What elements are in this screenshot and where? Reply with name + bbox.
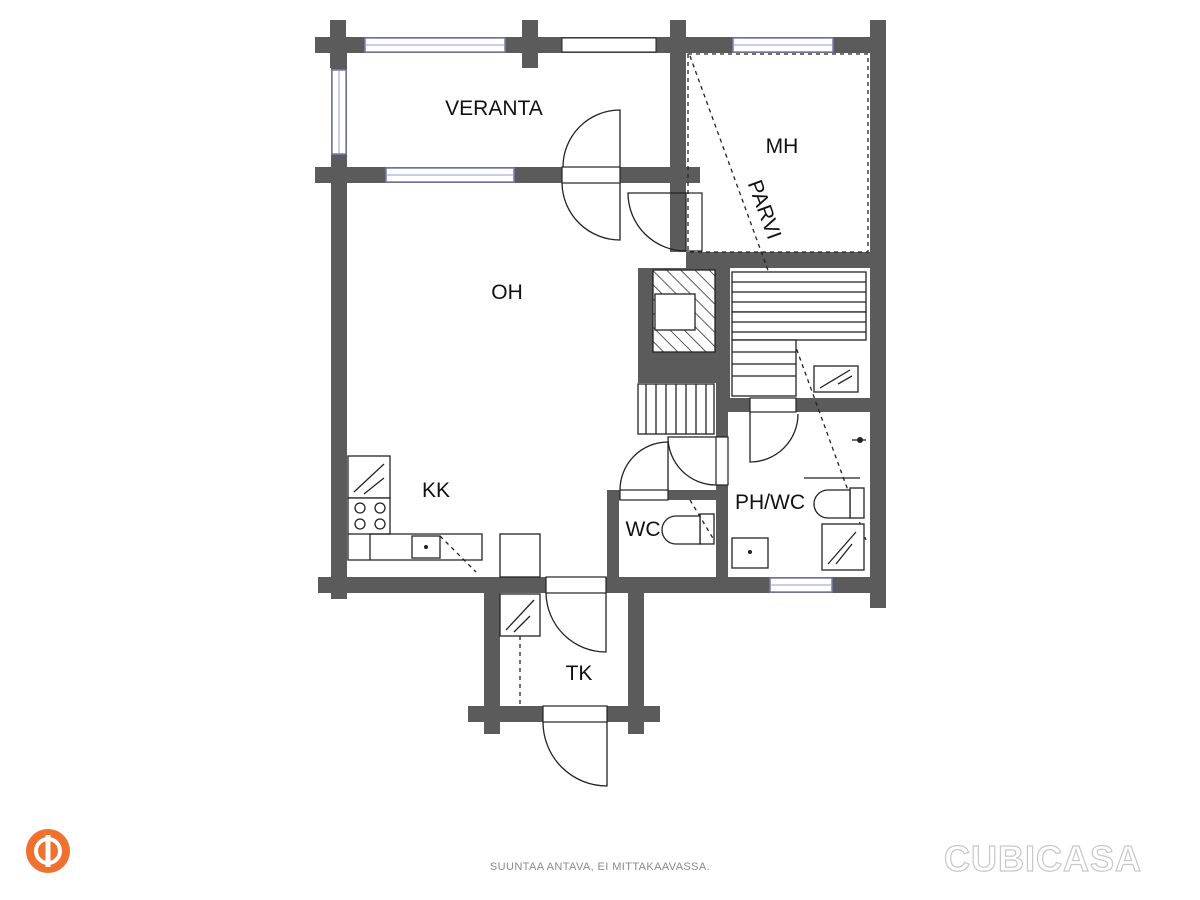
room-label-kk: KK bbox=[422, 479, 450, 502]
windows bbox=[331, 37, 834, 593]
sauna-benches bbox=[731, 271, 867, 397]
room-label-parvi: PARVI bbox=[743, 177, 786, 242]
room-label-tk: TK bbox=[566, 662, 593, 685]
stairs bbox=[637, 383, 715, 435]
tk-fixtures bbox=[499, 593, 541, 706]
brand-wordmark: CUBICASA bbox=[943, 837, 1143, 879]
walls bbox=[315, 20, 886, 734]
wc-fixtures bbox=[661, 499, 715, 545]
doors bbox=[542, 109, 799, 787]
bank-logo-icon bbox=[26, 829, 70, 873]
bathroom-fixtures bbox=[731, 437, 866, 571]
room-label-veranta: VERANTA bbox=[445, 97, 543, 120]
room-label-wc: WC bbox=[626, 518, 661, 541]
kitchen-fixtures bbox=[347, 455, 541, 578]
room-label-mh: MH bbox=[766, 135, 799, 158]
room-label-ph-wc: PH/WC bbox=[735, 491, 805, 514]
room-label-oh: OH bbox=[491, 281, 523, 304]
fireplace bbox=[652, 269, 716, 353]
disclaimer-note: SUUNTAA ANTAVA, EI MITTAKAAVASSA. bbox=[489, 861, 711, 873]
